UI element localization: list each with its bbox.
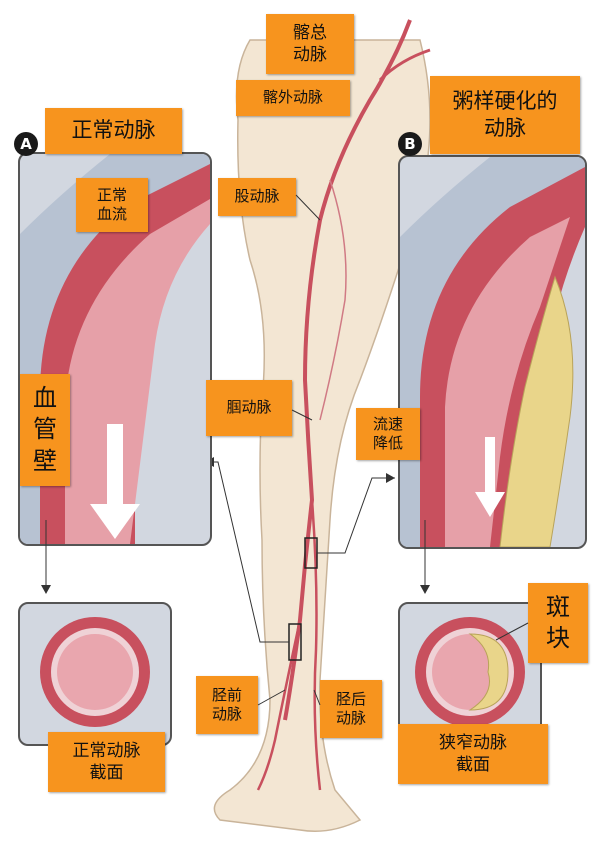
label-normal-artery: 正常动脉 (45, 108, 182, 154)
label-posterior-tibial-artery: 胫后 动脉 (320, 680, 382, 738)
reduced-flow-arrow (475, 492, 505, 517)
label-common-iliac-artery: 髂总 动脉 (266, 14, 354, 74)
callout-arrow-b (386, 473, 395, 483)
branch-artery-path (319, 179, 347, 421)
pointer-femoral (295, 194, 321, 221)
pointer-anterior-tibial (257, 689, 286, 706)
posterior-tibial-artery-path (310, 499, 322, 791)
label-vessel-wall: 血 管 壁 (20, 374, 70, 486)
pointer-posterior-tibial (313, 689, 321, 706)
label-normal-section: 正常动脉 截面 (48, 732, 165, 792)
label-plaque: 斑 块 (528, 583, 588, 663)
panel-normal-cross-section (18, 602, 172, 746)
pointer-popliteal (291, 409, 313, 421)
callout-line-b (317, 477, 395, 554)
normal-flow-arrow (90, 504, 140, 539)
atherosclerotic-artery-vessel (400, 157, 585, 547)
plaque-deposit (499, 275, 574, 547)
cross-section-plaque (468, 633, 509, 711)
iliac-branch-path (378, 48, 431, 82)
panel-atherosclerotic-artery (398, 155, 587, 549)
label-atherosclerotic-artery: 粥样硬化的 动脉 (430, 76, 580, 154)
narrowed-cross-section-illustration (415, 617, 525, 727)
anterior-tibial-artery-path (256, 619, 302, 791)
label-narrowed-section: 狭窄动脉 截面 (398, 724, 548, 784)
femoral-artery-path (283, 19, 412, 721)
label-popliteal-artery: 腘动脉 (206, 380, 292, 436)
label-normal-flow: 正常 血流 (76, 178, 148, 232)
label-femoral-artery: 股动脉 (218, 178, 296, 216)
normal-artery-lumen (65, 199, 210, 544)
panel-narrowed-cross-section (398, 602, 542, 746)
label-reduced-flow: 流速 降低 (356, 408, 420, 460)
badge-b: B (398, 132, 422, 156)
label-external-iliac-artery: 髂外动脉 (236, 80, 350, 116)
normal-cross-section-illustration (40, 617, 150, 727)
badge-a: A (14, 132, 38, 156)
diseased-artery-lumen (445, 217, 570, 547)
label-anterior-tibial-artery: 胫前 动脉 (196, 676, 258, 734)
pointer-plaque (495, 622, 529, 641)
